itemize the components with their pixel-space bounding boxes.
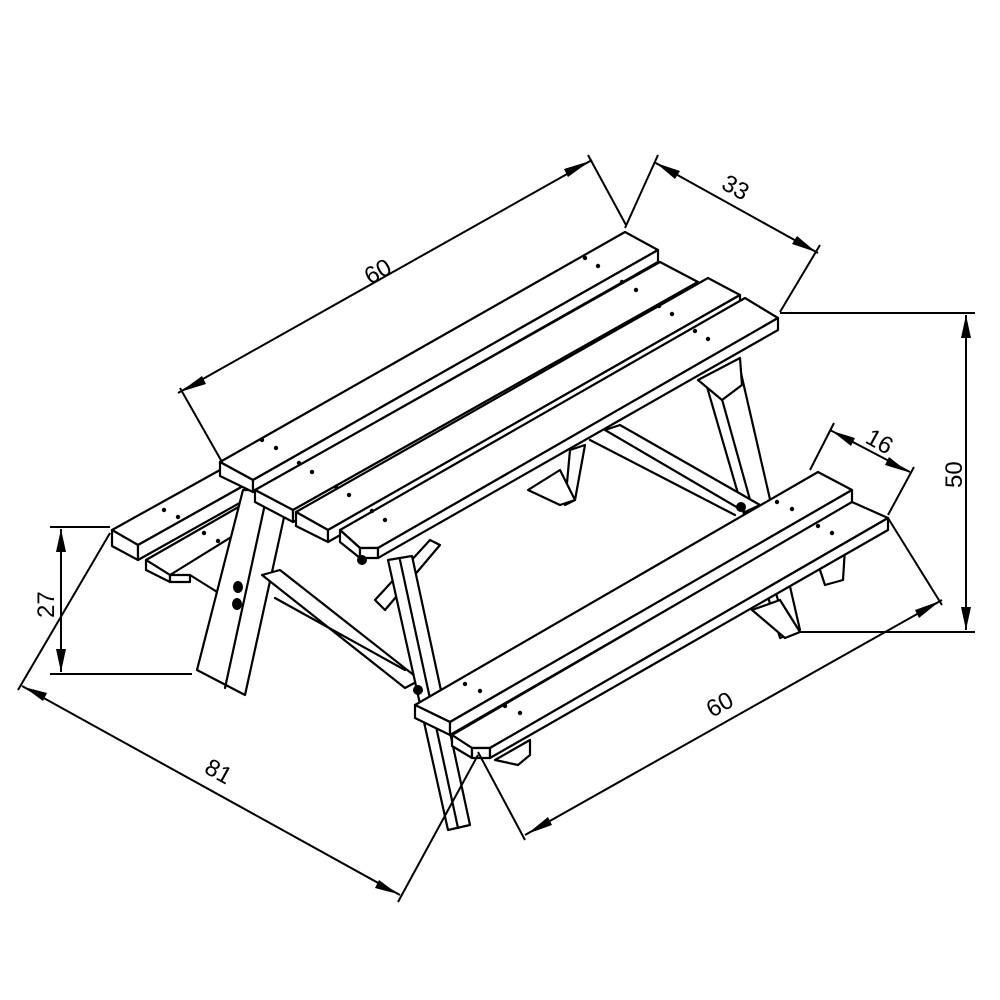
dim-bench-height-label: 27 [33, 591, 60, 618]
dim-bench-width-label: 16 [861, 424, 897, 461]
right-a-frame [373, 538, 472, 832]
right-bench [413, 470, 890, 767]
dim-overall-depth-label: 81 [200, 754, 236, 791]
dim-table-height-label: 50 [941, 461, 968, 488]
tabletop [218, 230, 780, 565]
dimension-lines [17, 154, 975, 903]
dim-table-length-label: 60 [360, 254, 396, 291]
